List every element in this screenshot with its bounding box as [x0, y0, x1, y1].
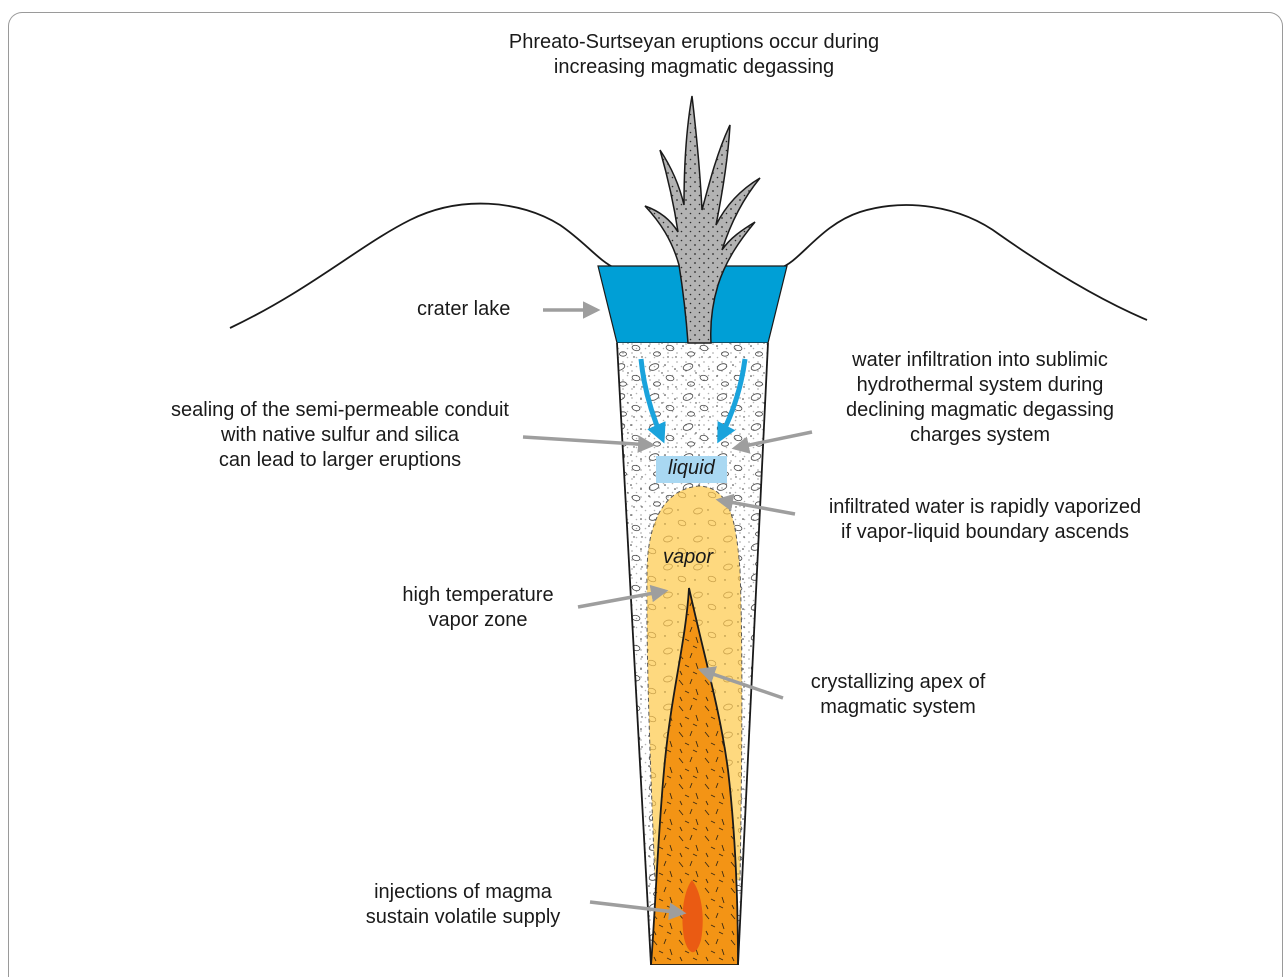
- title-line-1: Phreato-Surtseyan eruptions occur during: [444, 30, 944, 55]
- diagram-title: Phreato-Surtseyan eruptions occur during…: [444, 30, 944, 80]
- label-crater-lake: crater lake: [417, 297, 510, 322]
- label-liquid: liquid: [668, 456, 715, 481]
- title-line-2: increasing magmatic degassing: [444, 55, 944, 80]
- label-crystallizing-apex: crystallizing apex of magmatic system: [778, 670, 1018, 720]
- label-sealing: sealing of the semi-permeable conduit wi…: [140, 398, 540, 473]
- label-infiltrated-water: infiltrated water is rapidly vaporized i…: [790, 495, 1180, 545]
- label-water-infiltration: water infiltration into sublimic hydroth…: [815, 348, 1145, 448]
- volcano-edifice-right: [780, 205, 1147, 320]
- label-vapor: vapor: [663, 545, 713, 570]
- label-injections: injections of magma sustain volatile sup…: [338, 880, 588, 930]
- label-high-temperature: high temperature vapor zone: [378, 583, 578, 633]
